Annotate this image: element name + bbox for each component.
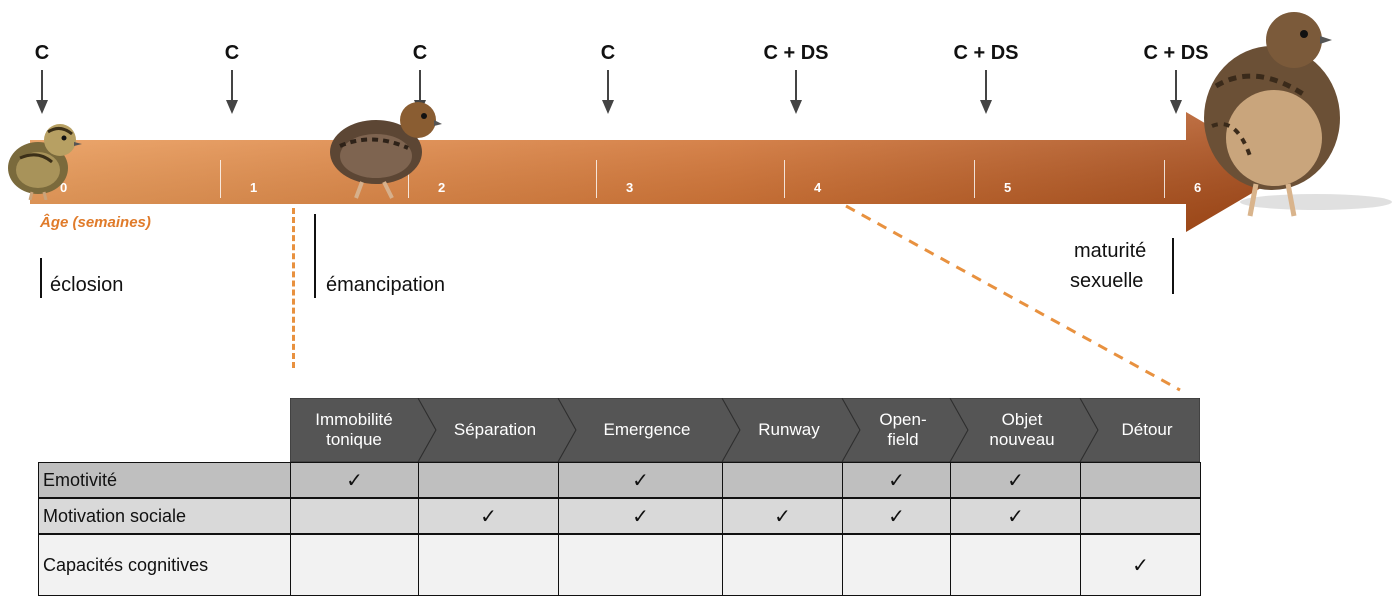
test-cell bbox=[722, 534, 843, 596]
test-header: Séparation bbox=[432, 398, 558, 462]
test-cell bbox=[290, 534, 419, 596]
test-cell bbox=[950, 534, 1081, 596]
test-cell: ✓ bbox=[950, 462, 1081, 498]
maturity-marker bbox=[1172, 238, 1174, 294]
adult-quail-image bbox=[1204, 12, 1392, 217]
test-header-line2: nouveau bbox=[989, 430, 1055, 449]
test-header-line2: field bbox=[887, 430, 919, 449]
test-header-line2: tonique bbox=[326, 430, 382, 449]
test-cell: ✓ bbox=[290, 462, 419, 498]
zoom-line-left bbox=[292, 208, 295, 368]
test-cell: ✓ bbox=[1080, 534, 1201, 596]
week-tick-line bbox=[596, 160, 597, 198]
young-quail-image bbox=[330, 102, 442, 199]
test-session-label: C + DS bbox=[1143, 42, 1209, 64]
test-cell: ✓ bbox=[950, 498, 1081, 534]
week-tick-label: 4 bbox=[814, 180, 822, 195]
test-session-label: C bbox=[224, 42, 240, 64]
test-header-line1: Runway bbox=[758, 420, 820, 439]
check-icon: ✓ bbox=[1007, 505, 1024, 528]
test-session-label: C + DS bbox=[953, 42, 1019, 64]
test-cell: ✓ bbox=[418, 498, 559, 534]
down-arrow-icon bbox=[602, 70, 614, 114]
test-cell: ✓ bbox=[558, 462, 723, 498]
age-axis-label: Âge (semaines) bbox=[40, 214, 151, 231]
check-icon: ✓ bbox=[888, 505, 905, 528]
test-cell bbox=[842, 534, 951, 596]
test-header: Open-field bbox=[856, 398, 950, 462]
test-cell: ✓ bbox=[722, 498, 843, 534]
test-cell bbox=[558, 534, 723, 596]
maturity-label-line2: sexuelle bbox=[1070, 270, 1144, 292]
check-icon: ✓ bbox=[1007, 469, 1024, 492]
test-cell bbox=[722, 462, 843, 498]
trait-row-label: Motivation sociale bbox=[38, 498, 291, 534]
down-arrow-icon bbox=[226, 70, 238, 114]
chick-image bbox=[8, 124, 82, 200]
trait-row-label: Emotivité bbox=[38, 462, 291, 498]
down-arrow-icon bbox=[36, 70, 48, 114]
test-cell bbox=[418, 534, 559, 596]
week-tick-line bbox=[220, 160, 221, 198]
hatching-marker bbox=[40, 258, 42, 298]
test-header-line1: Séparation bbox=[453, 420, 537, 439]
test-cell: ✓ bbox=[842, 462, 951, 498]
week-tick-label: 0 bbox=[60, 180, 68, 195]
test-cell bbox=[290, 498, 419, 534]
test-cell: ✓ bbox=[558, 498, 723, 534]
emancipation-marker bbox=[314, 214, 316, 298]
check-icon: ✓ bbox=[632, 505, 649, 528]
test-session-label: C bbox=[412, 42, 428, 64]
check-icon: ✓ bbox=[480, 505, 497, 528]
week-tick-line bbox=[1164, 160, 1165, 198]
week-tick-label: 5 bbox=[1004, 180, 1012, 195]
week-tick-line bbox=[784, 160, 785, 198]
week-tick-label: 6 bbox=[1194, 180, 1202, 195]
down-arrow-icon bbox=[980, 70, 992, 114]
test-header-line1: Open- bbox=[879, 410, 927, 429]
test-cell bbox=[1080, 498, 1201, 534]
emancipation-label: émancipation bbox=[326, 274, 445, 296]
test-session-label: C bbox=[34, 42, 50, 64]
zoom-line-right bbox=[845, 204, 1181, 392]
test-session-label: C bbox=[600, 42, 616, 64]
test-header-line1: Détour bbox=[1121, 420, 1173, 439]
maturity-label-line1: maturité bbox=[1074, 240, 1147, 262]
test-header: Détour bbox=[1094, 398, 1200, 462]
check-icon: ✓ bbox=[774, 505, 791, 528]
test-header-line1: Immobilité bbox=[315, 410, 393, 429]
week-tick-label: 1 bbox=[250, 180, 258, 195]
test-cell: ✓ bbox=[842, 498, 951, 534]
check-icon: ✓ bbox=[632, 469, 649, 492]
week-tick-line bbox=[974, 160, 975, 198]
check-icon: ✓ bbox=[346, 469, 363, 492]
test-header-bar bbox=[290, 398, 1200, 462]
trait-row-label: Capacités cognitives bbox=[38, 534, 291, 596]
test-cell bbox=[1080, 462, 1201, 498]
test-session-label: C + DS bbox=[763, 42, 829, 64]
test-header-line1: Objet bbox=[1001, 410, 1043, 429]
check-icon: ✓ bbox=[1132, 554, 1149, 577]
hatching-label: éclosion bbox=[50, 274, 124, 296]
test-cell bbox=[418, 462, 559, 498]
down-arrow-icon bbox=[1170, 70, 1182, 114]
week-tick-label: 2 bbox=[438, 180, 446, 195]
test-header: Runway bbox=[736, 398, 842, 462]
test-header-line1: Emergence bbox=[603, 420, 691, 439]
test-header: Emergence bbox=[572, 398, 722, 462]
down-arrow-icon bbox=[790, 70, 802, 114]
week-tick-line bbox=[408, 160, 409, 198]
week-tick-label: 3 bbox=[626, 180, 634, 195]
check-icon: ✓ bbox=[888, 469, 905, 492]
